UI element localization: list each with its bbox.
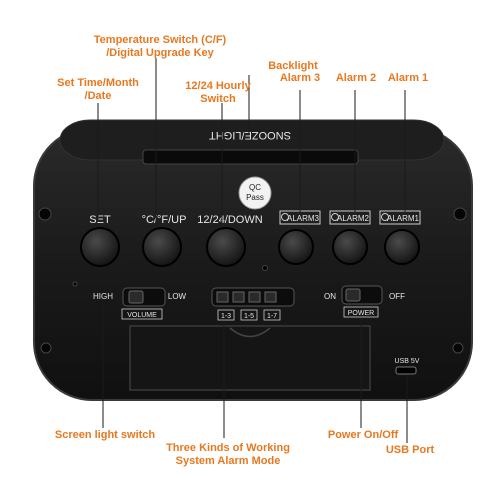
btn-alarm3-label: ALARM3: [287, 214, 320, 223]
qc-line2: Pass: [246, 193, 264, 202]
sensor-hole: [262, 265, 268, 271]
alarm2-button[interactable]: [332, 229, 368, 265]
alarm2-label-box: [329, 210, 371, 225]
screw-right: [453, 207, 467, 221]
usb-label: USB 5V: [395, 358, 420, 365]
snooze-label: SNOOZE/LIGHT: [209, 129, 291, 141]
snooze-bar[interactable]: [142, 149, 359, 165]
callout-alarm3: Alarm 3: [270, 72, 330, 85]
callout-temp-switch: Temperature Switch (C/F) /Digital Upgrad…: [90, 34, 230, 60]
set-button[interactable]: [80, 227, 120, 267]
vol-high-label: HIGH: [93, 292, 113, 301]
callout-hourly-line2: Switch: [200, 93, 236, 105]
btn-alarm1-label: ALARM1: [387, 214, 420, 223]
callout-working-mode-line2: System Alarm Mode: [175, 455, 281, 467]
callout-temp-switch-line1: Temperature Switch (C/F): [93, 34, 227, 46]
callout-set-time-line1: Set Time/Month: [57, 77, 139, 89]
mode-3-box: [263, 309, 281, 321]
btn-up-label: °C/°F/UP: [142, 214, 187, 226]
callout-alarm2-text: Alarm 2: [335, 72, 377, 84]
alarm3-clock-icon: [281, 213, 289, 221]
alarm2-clock-icon: [331, 213, 339, 221]
callout-alarm1: Alarm 1: [378, 72, 438, 85]
qc-line1: QC: [249, 183, 261, 192]
alarm1-label-box: [379, 210, 421, 225]
callout-hourly-line1: 12/24 Hourly: [185, 80, 251, 92]
callout-set-time: Set Time/Month /Date: [48, 77, 148, 103]
callout-power-onoff: Power On/Off: [318, 429, 408, 442]
screw-bottom-left: [40, 342, 52, 354]
mode-2-box: [240, 309, 258, 321]
btn-set-label: SET: [89, 214, 111, 226]
alarm3-button[interactable]: [278, 229, 314, 265]
mode-3-label: 1-7: [267, 313, 277, 320]
btn-down-label: 12/24/DOWN: [197, 214, 262, 226]
leader-lines: [97, 58, 408, 443]
down-button[interactable]: [206, 227, 246, 267]
callout-screen-light-text: Screen light switch: [54, 429, 156, 441]
power-label-box: [343, 306, 379, 318]
callout-alarm2: Alarm 2: [326, 72, 386, 85]
mode-2-label: 1-5: [244, 313, 254, 320]
callout-alarm1-text: Alarm 1: [387, 72, 429, 84]
callout-backlight-text: Backlight: [268, 60, 318, 72]
volume-switch-knob[interactable]: [128, 290, 144, 304]
power-switch-knob[interactable]: [345, 288, 361, 302]
screw-bottom-right: [452, 342, 464, 354]
volume-label: VOLUME: [127, 312, 157, 319]
up-button[interactable]: [142, 227, 182, 267]
callout-backlight: Backlight: [258, 60, 328, 73]
mode-1-box: [217, 309, 235, 321]
callout-power-onoff-text: Power On/Off: [327, 429, 399, 441]
power-on-label: ON: [324, 292, 336, 301]
power-off-label: OFF: [389, 292, 405, 301]
vol-low-label: LOW: [168, 292, 187, 301]
btn-alarm2-label: ALARM2: [337, 214, 370, 223]
callout-usb-port-text: USB Port: [385, 444, 435, 456]
qc-pass-sticker: [238, 176, 272, 210]
alarm1-button[interactable]: [384, 229, 420, 265]
callout-alarm3-text: Alarm 3: [279, 72, 321, 84]
mode-1-label: 1-3: [221, 313, 231, 320]
alarm-mode-knob-4[interactable]: [264, 291, 277, 303]
alarm-mode-knob-3[interactable]: [248, 291, 261, 303]
usb-port[interactable]: [395, 366, 417, 375]
callout-temp-switch-line2: /Digital Upgrade Key: [106, 47, 214, 59]
battery-cover: [129, 325, 371, 391]
alarm-mode-knob-2[interactable]: [232, 291, 245, 303]
screw-left: [38, 207, 52, 221]
callout-usb-port: USB Port: [375, 444, 445, 457]
callout-screen-light: Screen light switch: [40, 429, 170, 442]
alarm1-clock-icon: [381, 213, 389, 221]
volume-label-box: [121, 308, 163, 320]
callout-hourly: 12/24 Hourly Switch: [168, 80, 268, 106]
callout-working-mode: Three Kinds of Working System Alarm Mode: [158, 442, 298, 468]
dot-left: [72, 281, 78, 287]
battery-cover-latch: [229, 327, 271, 338]
callout-working-mode-line1: Three Kinds of Working: [166, 442, 290, 454]
power-label: POWER: [348, 310, 374, 317]
callout-set-time-line2: /Date: [84, 90, 112, 102]
alarm-mode-knob-1[interactable]: [216, 291, 229, 303]
